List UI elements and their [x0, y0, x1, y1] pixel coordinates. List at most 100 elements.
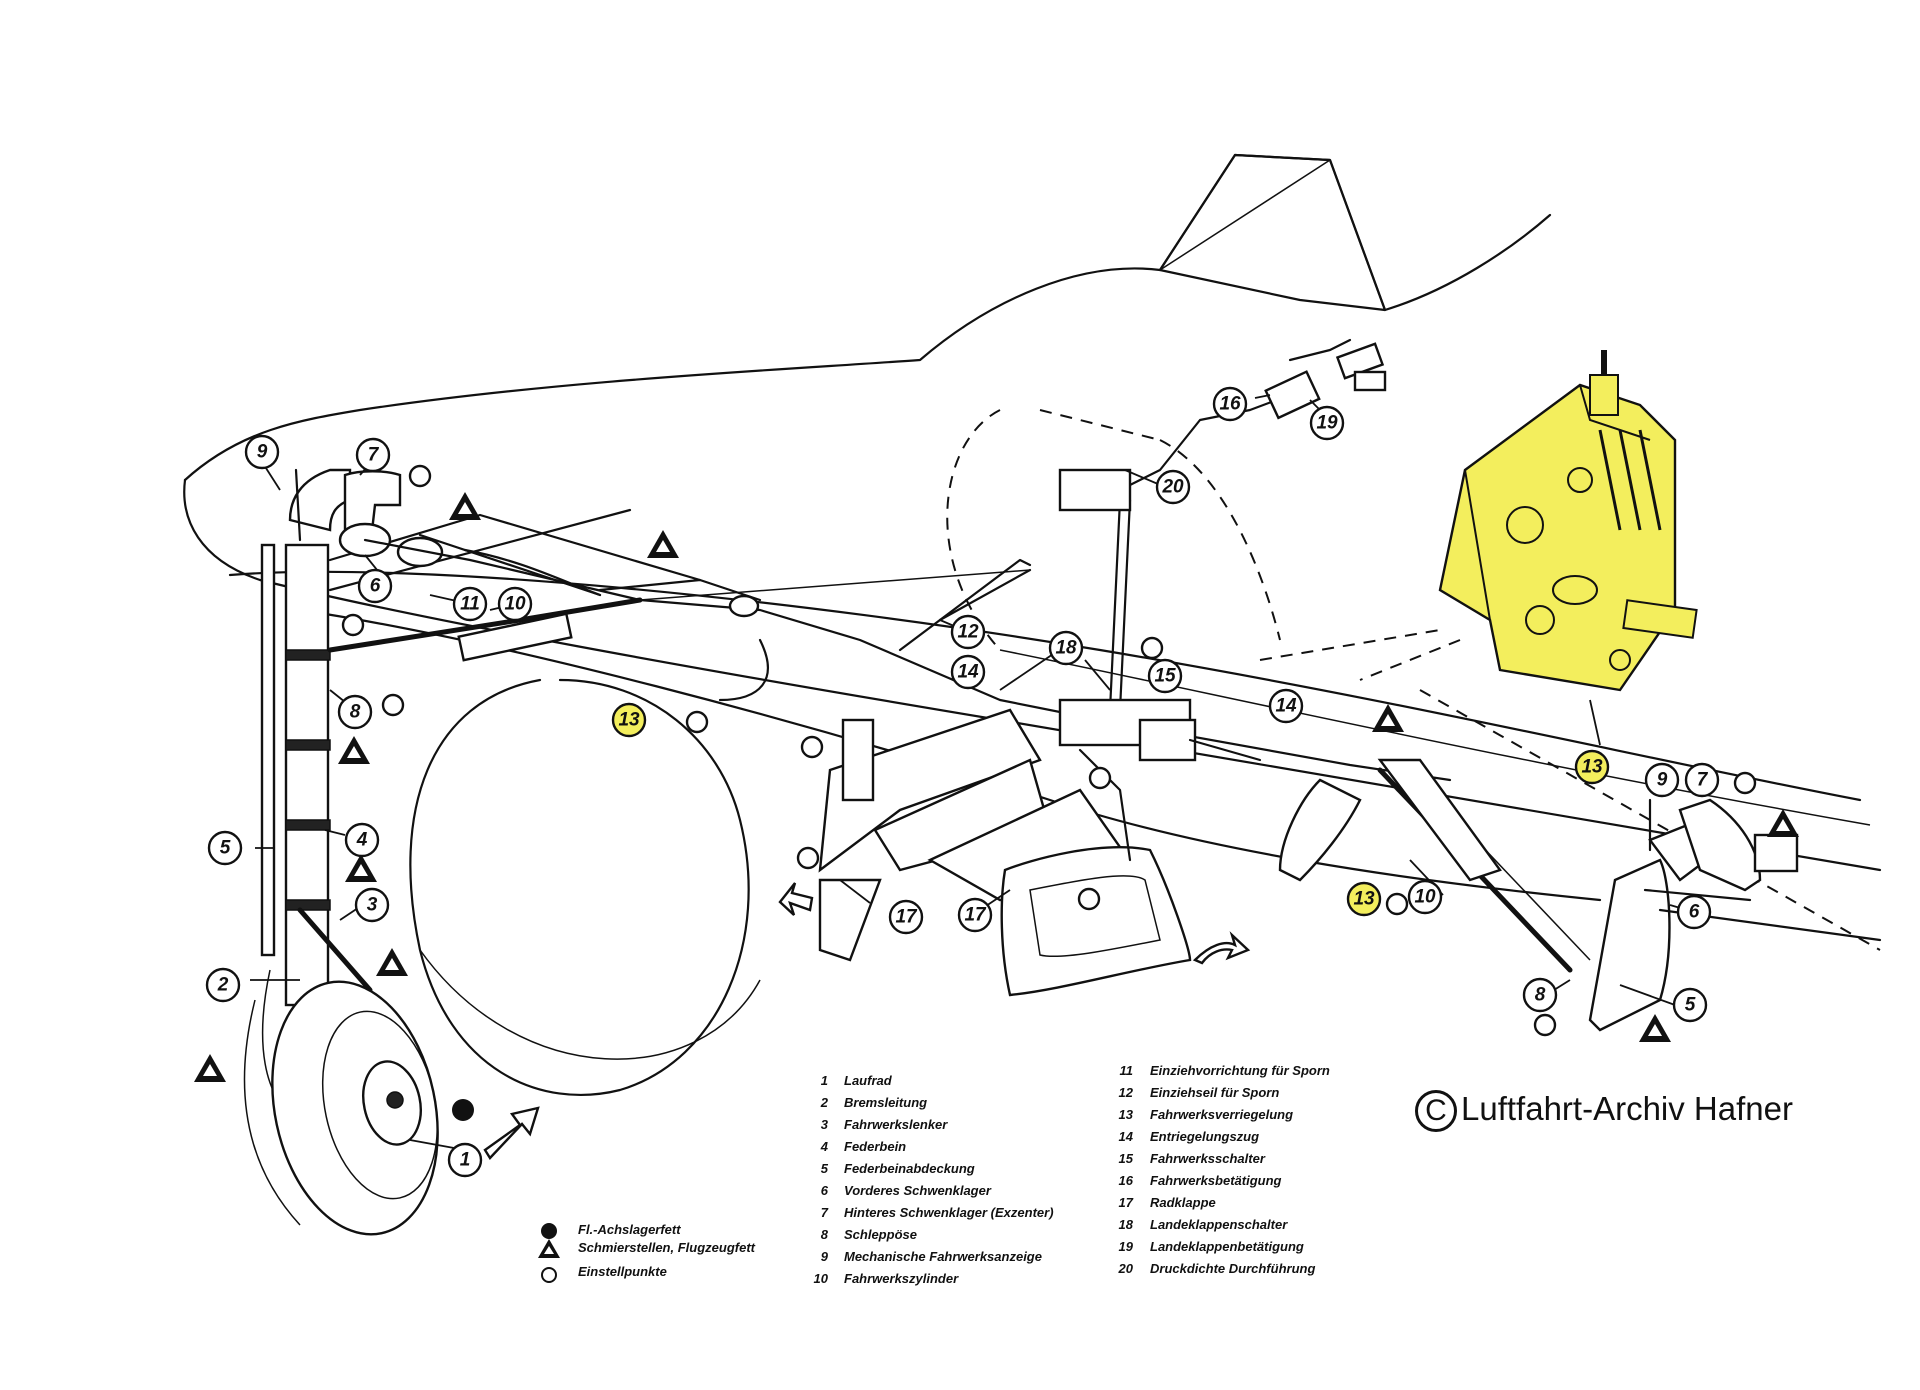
gear-strut-bands — [285, 649, 331, 911]
callout-number: 4 — [356, 830, 368, 851]
callout-number: 20 — [1161, 477, 1184, 498]
svg-text:12: 12 — [1119, 1085, 1134, 1100]
callout-number: 10 — [1414, 887, 1436, 908]
callout-number: 8 — [350, 702, 361, 723]
svg-text:8: 8 — [821, 1227, 829, 1242]
callout-number: 19 — [1316, 413, 1338, 434]
adjustment-points — [341, 464, 1757, 1037]
key-row: 15 Fahrwerksschalter — [1119, 1151, 1266, 1166]
callout-8: 8 — [1522, 977, 1558, 1013]
legend-grease-symbol — [541, 1223, 557, 1239]
callout-15: 15 — [1147, 658, 1183, 694]
key-row: 7 Hinteres Schwenklager (Exzenter) — [821, 1205, 1054, 1220]
axle-grease-point — [452, 1099, 474, 1121]
svg-text:18: 18 — [1119, 1217, 1134, 1232]
callout-circle — [1644, 762, 1680, 798]
callout-18: 18 — [1048, 630, 1084, 666]
callout-11: 11 — [452, 586, 488, 622]
callout-number: 6 — [1689, 902, 1700, 923]
callout-circle — [357, 568, 393, 604]
svg-text:5: 5 — [821, 1161, 829, 1176]
callout-number: 9 — [257, 442, 268, 463]
callout-circle — [244, 434, 280, 470]
callout-circle — [1676, 894, 1712, 930]
callout-20: 20 — [1155, 469, 1191, 505]
svg-text:Laufrad: Laufrad — [844, 1073, 893, 1088]
svg-text:Entriegelungszug: Entriegelungszug — [1150, 1129, 1259, 1144]
svg-text:Fahrwerksbetätigung: Fahrwerksbetätigung — [1150, 1173, 1282, 1188]
callout-14: 14 — [950, 654, 986, 690]
symbol-legend: Fl.-Achslagerfett Schmierstellen, Flugze… — [538, 1222, 756, 1283]
callout-number: 8 — [1535, 985, 1546, 1006]
callout-number: 13 — [1353, 889, 1375, 910]
callout-number: 14 — [1275, 696, 1297, 717]
callout-circle — [1147, 658, 1183, 694]
key-row: 16 Fahrwerksbetätigung — [1119, 1173, 1282, 1188]
callout-4: 4 — [344, 822, 380, 858]
copyright-text: Luftfahrt-Archiv Hafner — [1461, 1090, 1793, 1127]
svg-text:16: 16 — [1119, 1173, 1134, 1188]
callout-circle — [1672, 987, 1708, 1023]
svg-text:13: 13 — [1119, 1107, 1134, 1122]
left-wheel — [243, 980, 439, 1236]
callout-circle — [497, 586, 533, 622]
callout-number: 2 — [217, 975, 229, 996]
callout-circle — [354, 887, 390, 923]
callout-7: 7 — [1684, 762, 1720, 798]
callout-circle — [205, 967, 241, 1003]
svg-text:1: 1 — [821, 1073, 828, 1088]
svg-text:Druckdichte Durchführung: Druckdichte Durchführung — [1150, 1261, 1315, 1276]
svg-text:Fahrwerkslenker: Fahrwerkslenker — [844, 1117, 948, 1132]
callout-5: 5 — [207, 830, 243, 866]
svg-text:14: 14 — [1119, 1129, 1134, 1144]
svg-text:Fahrwerksschalter: Fahrwerksschalter — [1150, 1151, 1266, 1166]
callout-circle — [1212, 386, 1248, 422]
callout-number: 5 — [220, 838, 231, 859]
wheel-well — [409, 678, 761, 1097]
callout-number: 3 — [367, 895, 378, 916]
movement-arrows — [483, 882, 1251, 1160]
left-pivot-bearings — [294, 468, 642, 602]
svg-text:2: 2 — [820, 1095, 829, 1110]
svg-text:10: 10 — [814, 1271, 829, 1286]
svg-text:9: 9 — [821, 1249, 829, 1264]
callout-circle — [1684, 762, 1720, 798]
svg-text:15: 15 — [1119, 1151, 1134, 1166]
callout-6: 6 — [357, 568, 393, 604]
callout-13: 13 — [1574, 749, 1610, 785]
callout-12: 12 — [950, 614, 986, 650]
callout-number: 17 — [964, 905, 987, 926]
callout-number: 6 — [370, 576, 381, 597]
callout-circle — [888, 899, 924, 935]
callout-17: 17 — [888, 899, 924, 935]
callout-circle — [1407, 879, 1443, 915]
svg-text:17: 17 — [1119, 1195, 1134, 1210]
svg-text:Einziehvorrichtung für Sporn: Einziehvorrichtung für Sporn — [1150, 1063, 1330, 1078]
svg-text:Radklappe: Radklappe — [1150, 1195, 1216, 1210]
svg-text:Hinteres Schwenklager (Exzente: Hinteres Schwenklager (Exzenter) — [844, 1205, 1054, 1220]
wheel-doors — [818, 708, 1192, 997]
callout-circle — [950, 614, 986, 650]
key-row: 1 Laufrad — [821, 1073, 893, 1088]
callout-circle — [452, 586, 488, 622]
right-gear-strut — [1278, 758, 1882, 1032]
callout-9: 9 — [244, 434, 280, 470]
callout-17: 17 — [957, 897, 993, 933]
callout-circle — [611, 702, 647, 738]
callout-circle — [957, 897, 993, 933]
callout-14: 14 — [1268, 688, 1304, 724]
svg-text:7: 7 — [821, 1205, 829, 1220]
